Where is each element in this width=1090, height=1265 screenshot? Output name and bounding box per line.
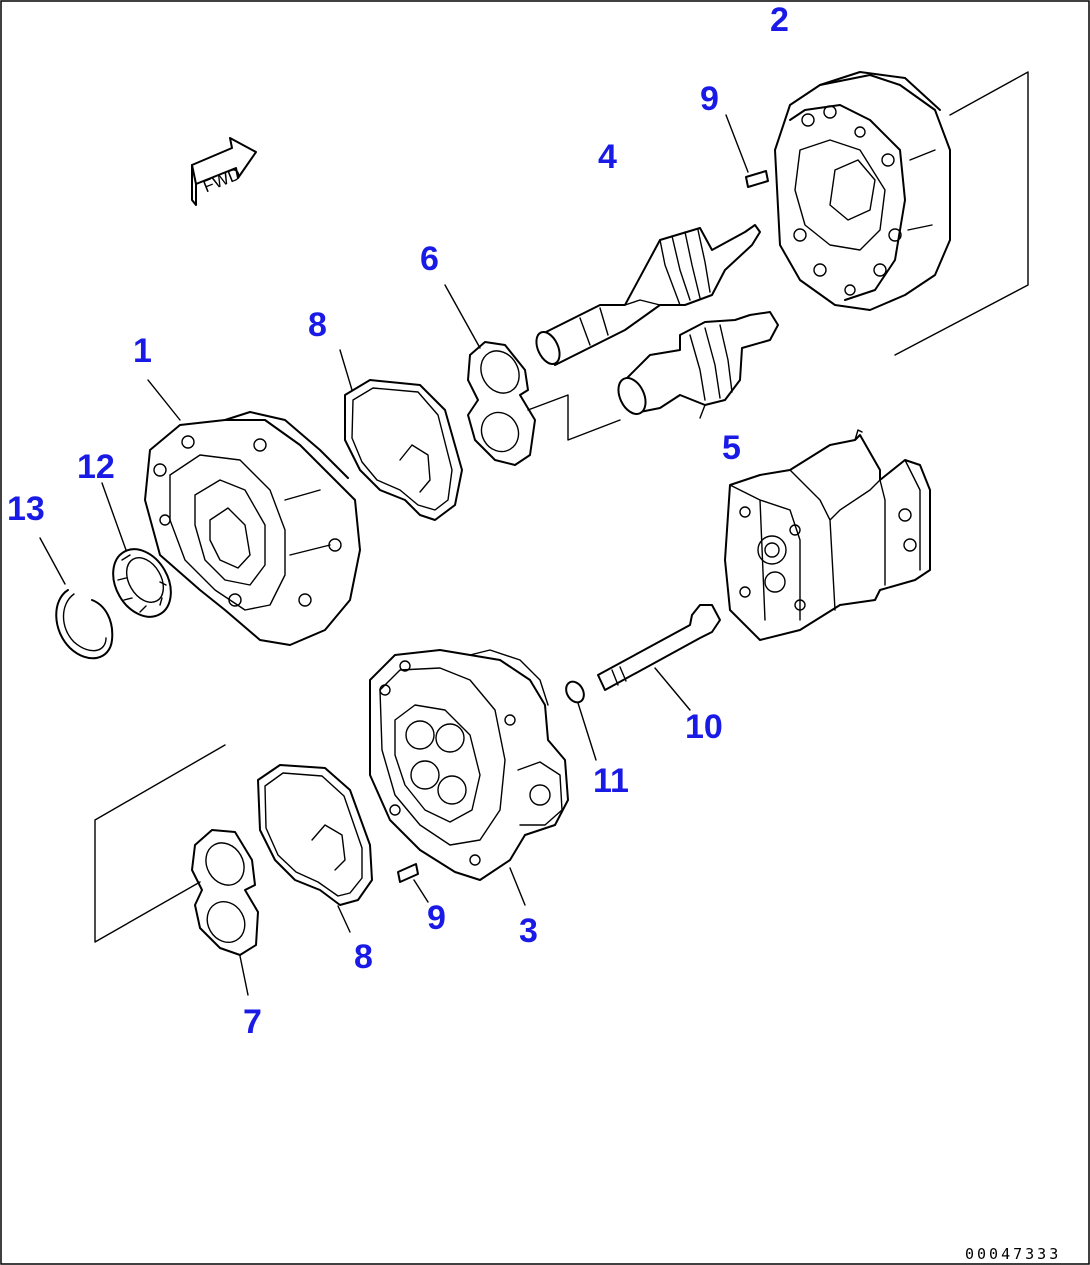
callout-3: 3 (519, 912, 538, 950)
part-2-housing (774, 71, 1029, 356)
part-11-washer (565, 680, 597, 761)
callout-8-lower: 8 (354, 938, 373, 976)
part-8-gasket-upper (339, 349, 463, 521)
callout-12: 12 (77, 448, 115, 486)
callout-1: 1 (133, 332, 152, 370)
callout-13: 13 (7, 490, 45, 528)
callout-11: 11 (593, 762, 629, 800)
part-8-gasket-lower (257, 764, 373, 933)
part-7-bushing-plate (94, 744, 259, 996)
callout-9-bottom: 9 (427, 899, 446, 937)
part-9-dowel-pin-top (725, 114, 769, 188)
fwd-label: FWD (200, 164, 243, 196)
callout-5: 5 (722, 429, 741, 467)
callout-8-upper: 8 (308, 306, 327, 344)
fwd-arrow-icon: FWD (191, 137, 257, 206)
part-12-oil-seal (101, 482, 172, 618)
part-1-front-cover (144, 379, 361, 646)
part-6-bushing-plate (444, 284, 621, 466)
part-5-driven-shaft (617, 311, 779, 419)
callout-4: 4 (598, 138, 617, 176)
part-10-bolt (597, 604, 721, 711)
part-3-gear-case (369, 649, 569, 906)
part-13-snap-ring (39, 537, 114, 660)
drawing-code: 00047333 (965, 1245, 1061, 1263)
callout-2: 2 (770, 1, 789, 39)
assembled-pump (724, 429, 931, 641)
part-4-drive-shaft (535, 224, 761, 366)
callout-10: 10 (685, 708, 723, 746)
callout-9-top: 9 (700, 80, 719, 118)
part-9-dowel-pin-bottom (397, 863, 429, 903)
callout-7: 7 (243, 1003, 262, 1041)
callout-6: 6 (420, 240, 439, 278)
